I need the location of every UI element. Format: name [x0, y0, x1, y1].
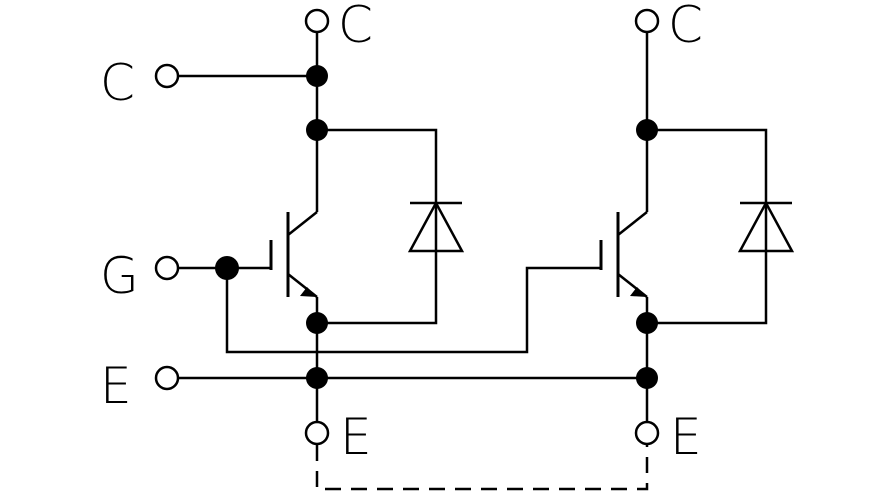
wire-d2-loop: [647, 128, 768, 325]
label-emitter-bottom-2: E: [670, 408, 702, 466]
node-e2-diode: [636, 312, 658, 334]
igbt2-collector-leg: [617, 211, 648, 236]
terminal-gate: [154, 255, 180, 281]
node-e1-diode: [306, 312, 328, 334]
igbt-right: [599, 32, 795, 433]
diode1-triangle: [407, 200, 465, 253]
terminal-emitter-bottom-1: [304, 420, 330, 446]
node-c2-diode: [636, 119, 658, 141]
terminal-collector-top-2: [634, 8, 660, 34]
label-gate: G: [100, 247, 139, 305]
igbt-left: [179, 32, 465, 433]
igbt1-emitter-arrow: [300, 287, 317, 297]
label-collector-left: C: [100, 54, 135, 112]
diode2-triangle: [737, 200, 795, 253]
label-emitter-left: E: [100, 357, 132, 415]
terminal-emitter-bottom-2: [634, 420, 660, 446]
node-c1-diode: [306, 119, 328, 141]
terminal-collector-left: [154, 63, 180, 89]
igbt2-emitter-arrow: [630, 287, 647, 297]
igbt1-collector-leg: [287, 211, 318, 236]
terminal-emitter-left: [154, 365, 180, 391]
wire-emitter-dashed-link: [315, 445, 649, 491]
wire-d1-loop: [317, 128, 438, 325]
label-collector-top-1: C: [338, 0, 373, 54]
label-collector-top-2: C: [668, 0, 703, 54]
wire-gate-shared: [225, 266, 601, 354]
label-emitter-bottom-1: E: [340, 408, 372, 466]
terminal-collector-top-1: [304, 8, 330, 34]
